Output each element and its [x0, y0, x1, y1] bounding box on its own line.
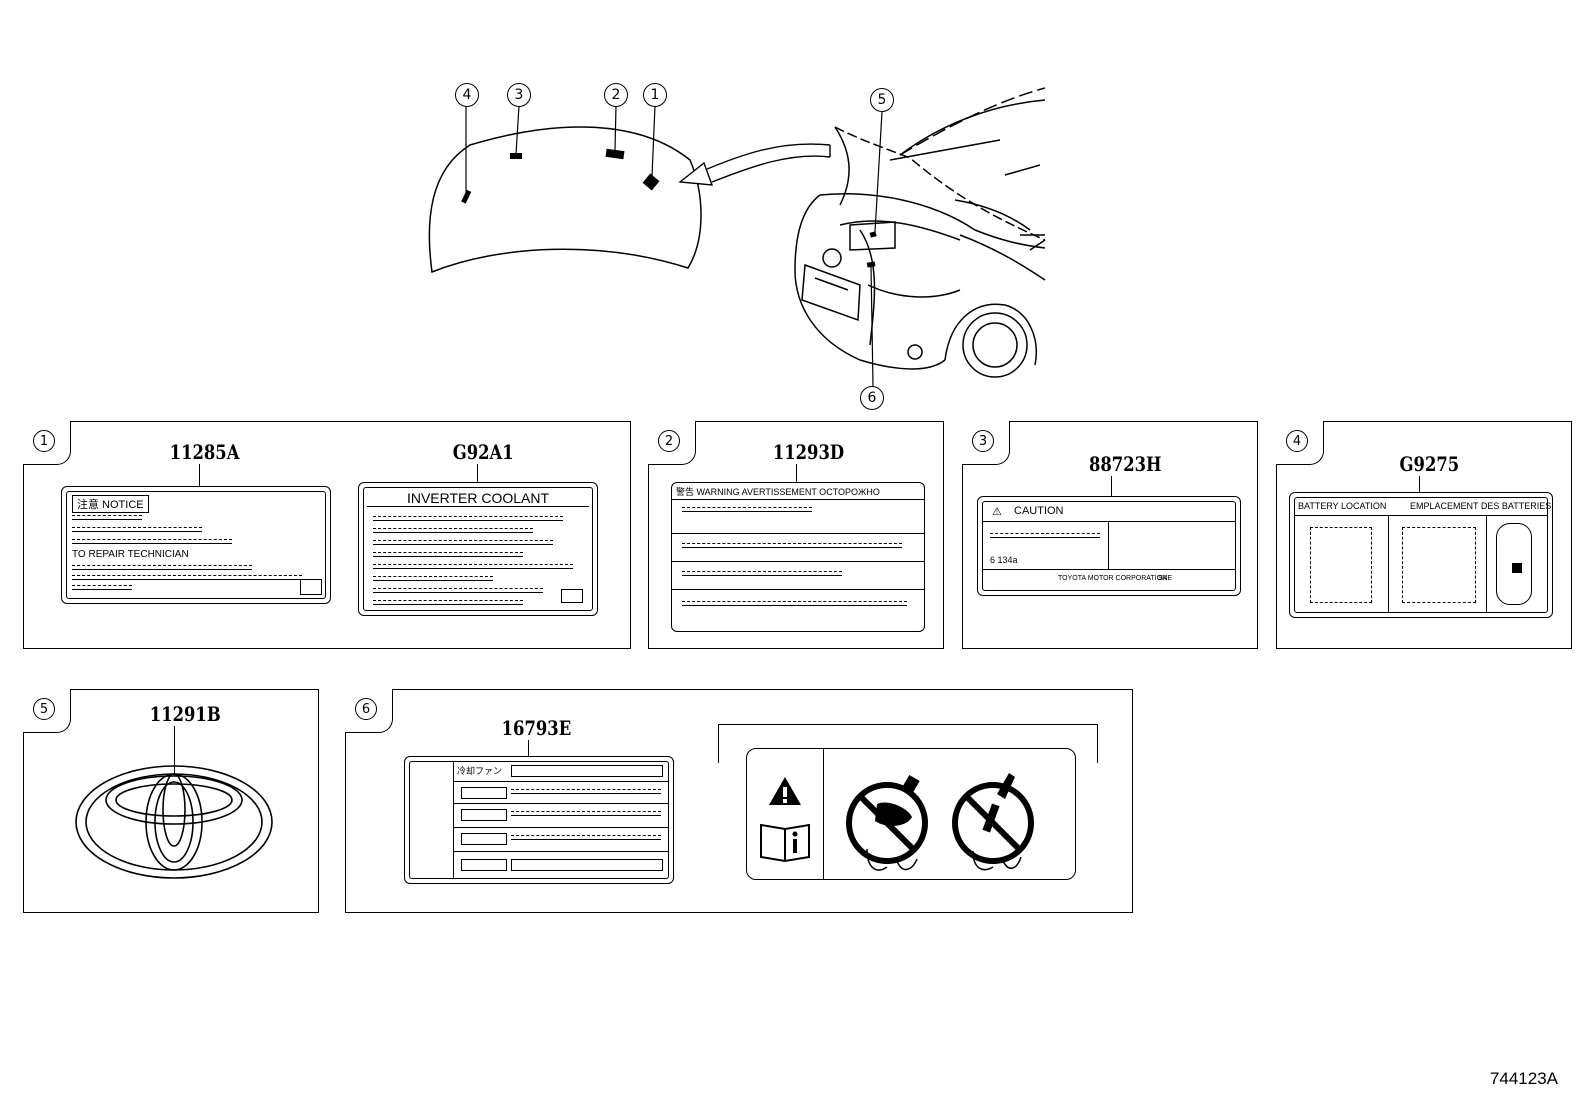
inverter-coolant-label: INVERTER COOLANT: [358, 482, 598, 616]
panel-1-tab: 1: [23, 421, 71, 465]
manual-book-icon: [760, 823, 810, 863]
callout-5: 5: [870, 88, 894, 112]
battery-location-label: BATTERY LOCATION EMPLACEMENT DES BATTERI…: [1289, 492, 1553, 618]
radiator-label-6: [866, 261, 876, 268]
part-number-11291b: 11291B: [149, 702, 221, 726]
diagram-reference-code: 744123A: [1489, 1069, 1558, 1088]
pointer-arrow: [699, 143, 831, 173]
engine-label-5: [869, 231, 877, 238]
panel-6-tab: 6: [345, 689, 393, 733]
part-number-88723h: 88723H: [1088, 452, 1162, 476]
caution-label: ⚠ CAUTION 6 134a TOYOTA MOTOR CORPORATIO…: [977, 496, 1241, 596]
fan-warning-pictogram-label: [746, 748, 1076, 880]
callout-3: 3: [507, 83, 531, 107]
panel-6: 6 16793E 冷却ファン: [345, 689, 1133, 913]
warning-label: 警告 WARNING AVERTISSEMENT OCTOPOЖHO: [671, 482, 925, 632]
hood-car-illustration: [428, 87, 1046, 387]
panel-5-tab: 5: [23, 689, 71, 733]
panel-3-tab: 3: [962, 421, 1010, 465]
hood-label-3: [510, 153, 522, 159]
no-tool-fan-icon: [952, 773, 1034, 871]
panel-1: 1 11285A 注意 NOTICE TO REPAIR TECHNICIAN …: [23, 421, 631, 649]
panel-2: 2 11293D 警告 WARNING AVERTISSEMENT OCTOPO…: [648, 421, 944, 649]
car-front: [794, 87, 1046, 378]
hood-label-4: [461, 189, 472, 204]
callout-2: 2: [604, 83, 628, 107]
panel-2-tab: 2: [648, 421, 696, 465]
panel-3: 3 88723H ⚠ CAUTION 6 134a TOYOTA MOTOR C…: [962, 421, 1258, 649]
hood-label-1: [642, 173, 660, 191]
part-number-g9275: G9275: [1399, 452, 1460, 476]
panel-4: 4 G9275 BATTERY LOCATION EMPLACEMENT DES…: [1276, 421, 1572, 649]
part-number-16793e: 16793E: [501, 716, 572, 740]
hood-label-2: [605, 148, 625, 160]
no-hand-fan-icon: [846, 774, 928, 871]
panel-5: 5 11291B: [23, 689, 319, 913]
part-number-11285a: 11285A: [169, 440, 240, 464]
hood-outline: [428, 126, 702, 274]
notice-label: 注意 NOTICE TO REPAIR TECHNICIAN: [61, 486, 331, 604]
cooling-fan-label: 冷却ファン: [404, 756, 674, 884]
callout-4: 4: [455, 83, 479, 107]
part-number-g92a1: G92A1: [452, 440, 514, 464]
callout-1: 1: [643, 83, 667, 107]
callout-6: 6: [860, 386, 884, 410]
panel-4-tab: 4: [1276, 421, 1324, 465]
part-number-11293d: 11293D: [772, 440, 845, 464]
toyota-emblem: [75, 765, 273, 879]
